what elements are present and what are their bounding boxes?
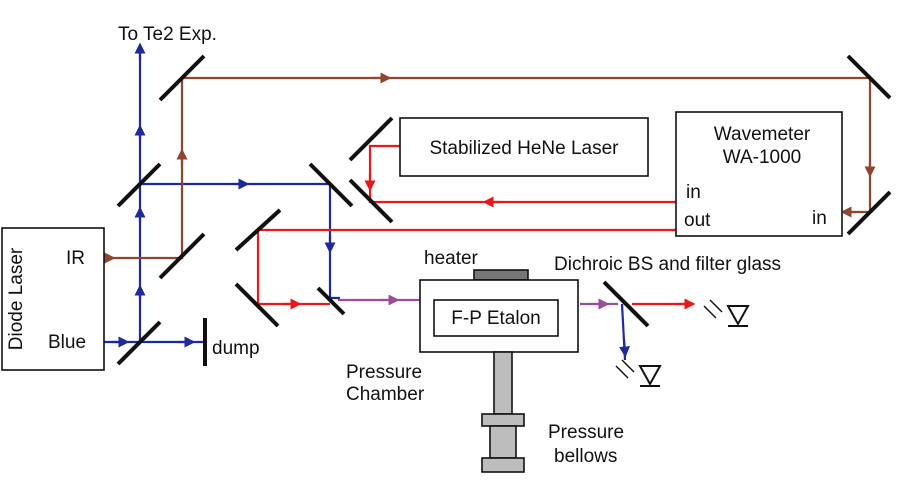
diode-laser-label: Diode Laser	[6, 247, 27, 350]
mirror-blue-branch	[308, 162, 354, 208]
dump-label: dump	[212, 338, 260, 359]
detector-blue-icon	[638, 365, 662, 387]
diode-laser-box: Diode Laser IR Blue	[1, 227, 105, 371]
mirror-hene-upper	[348, 116, 394, 162]
light-ray-icon	[615, 365, 629, 379]
red-beam-paths	[256, 144, 696, 310]
etalon-frame	[433, 299, 559, 337]
mirror-splitter-upper	[116, 162, 162, 208]
mirror-red-lower	[234, 282, 280, 328]
pressure-chamber-label-2: Chamber	[346, 384, 425, 405]
mirror-splitter-lower	[116, 320, 162, 366]
pressure-bellows-label-1: Pressure	[548, 422, 624, 443]
wavemeter-in-left: in	[686, 182, 701, 203]
wavemeter-model: WA-1000	[723, 147, 802, 168]
ir-beam-paths	[30, 72, 876, 264]
ir-beam-path	[30, 76, 872, 260]
diode-laser-frame	[1, 227, 105, 371]
hene-laser-box: Stabilized HeNe Laser	[399, 117, 649, 177]
mirror-top-left	[158, 54, 206, 102]
mirror-right-lower	[846, 190, 892, 236]
hene-laser-label: Stabilized HeNe Laser	[429, 138, 619, 159]
blue-arrow-detector	[619, 339, 631, 358]
blue-beam-paths	[30, 42, 631, 361]
dichroic-label: Dichroic BS and filter glass	[554, 254, 781, 275]
mirror-top-right	[846, 54, 892, 100]
combined-beam-paths	[338, 294, 618, 310]
ir-label: IR	[66, 248, 85, 269]
bellows-body	[489, 425, 517, 459]
wavemeter-out: out	[684, 210, 711, 231]
detector-blue	[615, 359, 662, 387]
to-te2-label: To Te2 Exp.	[118, 24, 217, 45]
etalon-label: F-P Etalon	[451, 308, 540, 329]
wavemeter-box: Wavemeter WA-1000 in out in	[675, 111, 843, 237]
mirror-red-upper	[234, 208, 282, 252]
blue-label: Blue	[48, 332, 86, 353]
mirrors	[116, 54, 892, 366]
pressure-bellows	[481, 351, 525, 473]
pressure-bellows-label-2: bellows	[554, 446, 617, 467]
pressure-chamber: F-P Etalon	[419, 269, 579, 353]
wavemeter-frame	[675, 111, 843, 237]
mirror-combiner	[316, 286, 346, 316]
light-ray-icon	[703, 305, 717, 319]
blue-beam-branch	[140, 182, 340, 300]
bellows-top-plate	[481, 413, 525, 427]
heater-label: heater	[424, 248, 479, 269]
bellows-base	[481, 457, 525, 473]
hene-laser-frame	[399, 117, 649, 177]
heater-element	[473, 269, 529, 281]
wavemeter-in-right: in	[812, 208, 827, 229]
mirror-hene-lower	[348, 178, 394, 224]
detector-red-icon	[726, 305, 750, 327]
bellows-stem	[493, 351, 513, 415]
wavemeter-title: Wavemeter	[714, 124, 811, 145]
detector-red	[703, 299, 750, 327]
mirror-ir-up	[158, 232, 206, 280]
pressure-chamber-label-1: Pressure	[346, 362, 422, 383]
dichroic-beamsplitter	[602, 280, 650, 328]
